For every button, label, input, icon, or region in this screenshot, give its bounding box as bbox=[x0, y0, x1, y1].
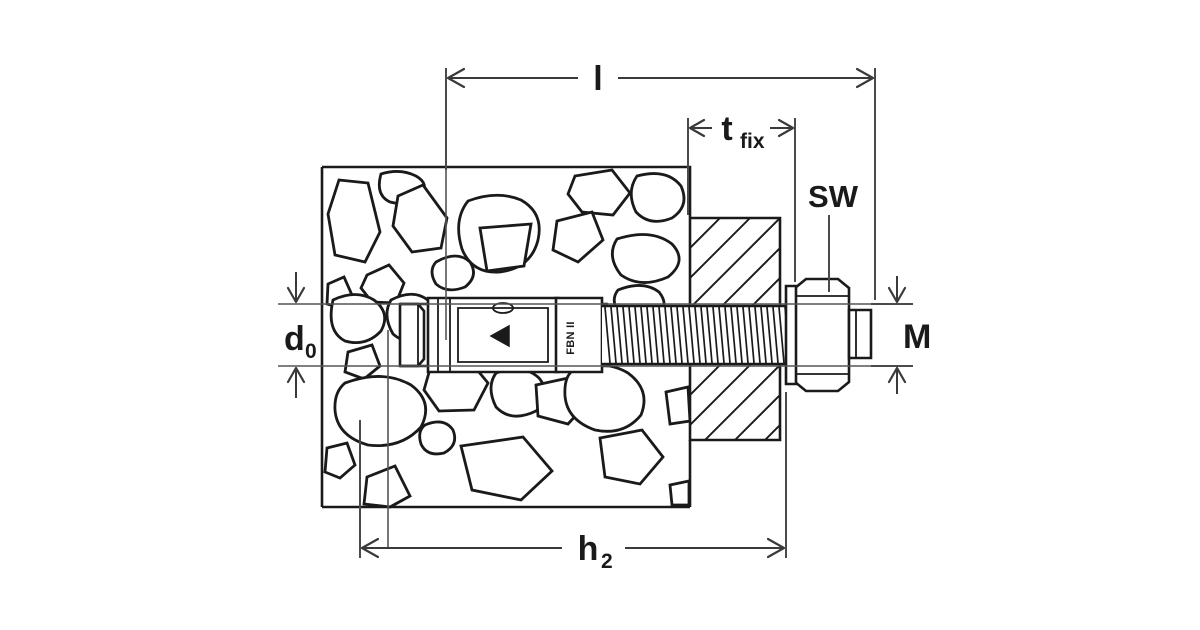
aggregate-stone bbox=[329, 293, 387, 345]
aggregate-stone bbox=[551, 210, 605, 264]
m-arrow-bottom-icon bbox=[887, 366, 907, 384]
concrete-aggregate-group bbox=[323, 168, 692, 509]
dimension-h2: h 2 bbox=[359, 392, 787, 573]
dimension-t-fix: t fix bbox=[687, 110, 796, 282]
d0-arrow-top-icon bbox=[286, 286, 306, 304]
dimension-label-t: t bbox=[721, 110, 732, 148]
aggregate-stone bbox=[326, 178, 382, 264]
l-arrow-left-icon bbox=[446, 67, 466, 89]
bolt-end-outline bbox=[847, 308, 873, 360]
dimension-sublabel-2: 2 bbox=[601, 550, 613, 573]
marking-block bbox=[556, 298, 602, 372]
aggregate-stone bbox=[629, 172, 686, 223]
dimension-d0: d 0 bbox=[284, 272, 317, 398]
marking-block-outline bbox=[554, 296, 604, 374]
dimension-label-d: d bbox=[284, 320, 305, 358]
dimension-m: M bbox=[871, 276, 931, 394]
fixture-hatching-upper bbox=[690, 218, 780, 308]
dimension-label-sw: SW bbox=[808, 179, 859, 214]
m-arrow-top-icon bbox=[887, 286, 907, 304]
d0-arrow-bottom-icon bbox=[286, 366, 306, 384]
washer-outline bbox=[784, 284, 798, 386]
dimension-label-h: h bbox=[578, 530, 599, 568]
thread-profile-hatching bbox=[604, 306, 791, 364]
sleeve-marking-panel bbox=[457, 307, 549, 363]
aggregate-stone bbox=[343, 343, 382, 381]
h2-arrow-right-icon bbox=[766, 537, 786, 559]
concrete-edge-top bbox=[322, 165, 692, 218]
bolt-end-stub bbox=[849, 310, 871, 358]
aggregate-stone bbox=[362, 464, 412, 509]
tfix-arrow-right-icon bbox=[777, 118, 795, 138]
aggregate-stone bbox=[459, 435, 554, 502]
aggregate-stone bbox=[323, 441, 357, 480]
aggregate-stone bbox=[563, 363, 646, 433]
aggregate-stone bbox=[611, 233, 681, 284]
anchor-bolt-assembly: FBN II bbox=[398, 277, 873, 393]
aggregate-stone bbox=[430, 254, 475, 292]
aggregate-stone bbox=[418, 420, 457, 456]
hex-nut bbox=[793, 277, 851, 393]
aggregate-stone bbox=[333, 375, 428, 447]
aggregate-stone bbox=[478, 222, 533, 273]
dimension-sublabel-0: 0 bbox=[305, 340, 317, 363]
fixture-hatching-lower bbox=[690, 365, 780, 440]
fixture-outline-upper bbox=[690, 216, 782, 308]
aggregate-stone bbox=[664, 385, 692, 426]
fixture-plate bbox=[688, 216, 782, 442]
product-marking-label: FBN II bbox=[565, 321, 577, 355]
aggregate-stone bbox=[598, 428, 665, 486]
tfix-arrow-left-icon bbox=[688, 118, 706, 138]
dimension-sw: SW bbox=[808, 179, 859, 292]
sleeve-dimple bbox=[492, 302, 514, 314]
aggregate-stone bbox=[566, 168, 632, 217]
fixture-outline-lower bbox=[688, 365, 782, 442]
h2-arrow-left-icon bbox=[360, 537, 380, 559]
dimension-label-m: M bbox=[903, 318, 931, 356]
dimension-label-l: l bbox=[593, 60, 602, 98]
l-arrow-right-icon bbox=[855, 67, 875, 89]
dimension-sublabel-fix: fix bbox=[740, 130, 765, 153]
dimension-l: l bbox=[445, 60, 876, 300]
washer bbox=[786, 286, 796, 384]
fixture-fill-lower bbox=[690, 365, 780, 440]
aggregate-stone bbox=[391, 183, 449, 254]
aggregate-stone bbox=[668, 479, 691, 507]
direction-triangle-icon bbox=[489, 324, 510, 348]
